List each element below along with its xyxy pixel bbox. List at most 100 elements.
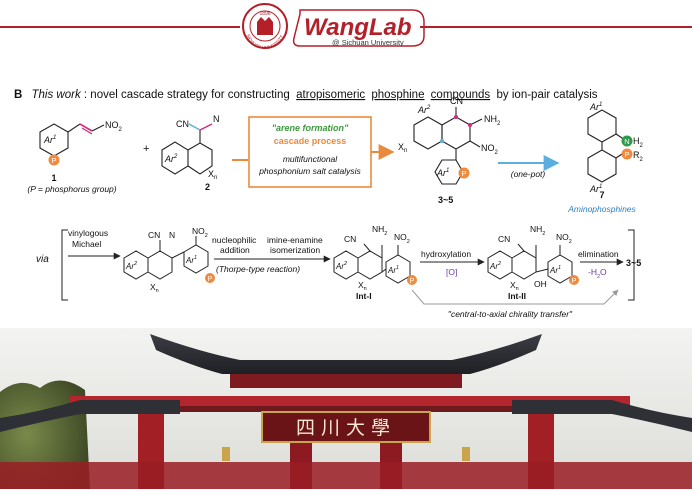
- header: 1896 SICHUAN UNIVERSITY WangLab @ Sichua…: [0, 3, 692, 50]
- step4-oxygen: [O]: [446, 267, 457, 277]
- p-group-icon-product: [458, 167, 470, 179]
- step3-line2: isomerization: [270, 245, 320, 255]
- r2-label-c7: R2: [633, 150, 644, 163]
- product-core-ring: [441, 116, 471, 150]
- n-label-int-a: N: [169, 230, 175, 240]
- box-line-1: "arene formation": [272, 123, 349, 133]
- ar1-label-c7-bottom: Ar1: [589, 184, 602, 194]
- aminophosphines-label: Aminophosphines: [567, 204, 636, 214]
- one-pot-label: (one-pot): [511, 169, 546, 179]
- mechanism: via vinylogous Michael P CN N NO2 Ar2 Ar…: [36, 224, 641, 319]
- panel-title: B This work : novel cascade strategy for…: [14, 89, 598, 101]
- p-label-int-i: P: [410, 278, 415, 285]
- seal-year: 1896: [259, 11, 270, 17]
- xn-label-product: Xn: [398, 142, 407, 154]
- int-ii-label: Int-II: [508, 291, 526, 301]
- compound-1-ring: [39, 123, 69, 157]
- gate-roof-left: [0, 400, 180, 432]
- gate-plaque: [261, 411, 431, 443]
- chirality-transfer-bracket: [411, 289, 619, 305]
- title-underlined-2: phosphine: [371, 89, 424, 101]
- ar1-label-c7-top: Ar1: [589, 102, 602, 112]
- c7-top-ring: [587, 109, 617, 143]
- nitro-label-int-ii: NO2: [556, 232, 572, 245]
- mechanism-bracket-left: [61, 229, 68, 301]
- mechanism-bracket-right: [628, 229, 635, 301]
- box-line-3: multifunctional: [283, 154, 338, 164]
- gate-roof-main: [150, 334, 542, 374]
- step23-note: (Thorpe-type reaction): [216, 264, 300, 274]
- ar1-label-c1: Ar1: [43, 135, 56, 145]
- logo-text: WangLab: [304, 14, 412, 41]
- intermediate-int-i: P CN NH2 NO2 Ar2 Ar1 Xn Int-I: [333, 224, 417, 301]
- ar1-label-product: Ar1: [436, 168, 449, 178]
- step1-line2: Michael: [72, 239, 101, 249]
- xn-label-c2: Xn: [208, 169, 217, 181]
- intermediate-int-ii: P CN NH2 NO2 OH Ar2 Ar1 Xn Int-II: [487, 224, 579, 301]
- c7-bottom-ring: [587, 149, 617, 183]
- title-prefix: This work: [32, 89, 82, 101]
- gate-plaque-text: 四川大學: [296, 417, 396, 439]
- plus-sign: +: [143, 143, 149, 155]
- ar2-label-c2: Ar2: [164, 154, 178, 164]
- gate-roof-right: [512, 400, 692, 432]
- ar2-label-int-i: Ar2: [335, 261, 347, 271]
- ar2-label-int-a: Ar2: [125, 261, 137, 271]
- gate-wall-base: [0, 462, 692, 489]
- product-ar2-ring: [413, 116, 443, 150]
- ar1-label-int-i: Ar1: [387, 265, 399, 275]
- p-label: P: [51, 156, 56, 165]
- intermediate-a: P CN N NO2 Ar2 Ar1 Xn: [123, 226, 215, 294]
- cascade-box-frame: [248, 116, 372, 188]
- panel-title-text: B This work : novel cascade strategy for…: [14, 89, 598, 101]
- step1-line1: vinylogous: [68, 228, 108, 238]
- wanglab-logo: WangLab @ Sichuan University: [292, 9, 425, 47]
- p-label-product: P: [461, 169, 466, 178]
- ar1-label-int-ii: Ar1: [549, 265, 561, 275]
- p-label-c7: P: [624, 150, 629, 159]
- ar2-label-product: Ar2: [417, 105, 431, 115]
- cn-label-product: CN: [450, 96, 463, 106]
- compound-7: N P H2 R2 Ar1 Ar1 7 Aminophosphines: [567, 102, 643, 214]
- gate-lantern-left: [222, 447, 230, 461]
- products-number: 3~5: [438, 195, 453, 205]
- chirality-transfer-label: "central-to-axial chirality transfer": [448, 309, 573, 319]
- nitro-label-c1: NO2: [105, 120, 123, 133]
- cn-label-int-i: CN: [344, 234, 356, 244]
- logo-subtitle: @ Sichuan University: [332, 38, 404, 47]
- gate-beam-lower: [70, 396, 630, 406]
- seal-building-icon: [257, 17, 273, 35]
- p-label-int-a: P: [208, 276, 213, 283]
- step5-water: -H2O: [588, 267, 607, 280]
- n-group-icon: [621, 135, 633, 147]
- compound-2-number: 2: [205, 182, 210, 192]
- box-line-4: phosphonium salt catalysis: [258, 166, 361, 176]
- int-i-label: Int-I: [356, 291, 372, 301]
- p-group-icon-c7: [621, 148, 633, 160]
- gate-lantern-right: [462, 447, 470, 461]
- step2-line2: addition: [220, 245, 250, 255]
- title-underlined-3: compounds: [431, 89, 491, 101]
- via-label: via: [36, 254, 49, 265]
- ar2-label-int-ii: Ar2: [489, 261, 501, 271]
- xn-label-int-ii: Xn: [510, 280, 519, 292]
- xn-label-int-a: Xn: [150, 282, 159, 294]
- p-group-icon-int-i: [407, 275, 417, 285]
- gate-beam-shadow: [70, 406, 630, 412]
- title-underlined-1: atropisomeric: [296, 89, 365, 101]
- xn-label-int-i: Xn: [358, 280, 367, 292]
- title-suffix: by ion-pair catalysis: [493, 89, 597, 101]
- h2-label-c7: H2: [633, 136, 644, 149]
- box-line-2: cascade process: [274, 136, 347, 146]
- compound-1-note: (P = phosphorus group): [27, 184, 116, 194]
- step2-line1: nucleophilic: [212, 235, 257, 245]
- university-seal: 1896 SICHUAN UNIVERSITY: [242, 3, 288, 50]
- logo-frame: [292, 9, 425, 47]
- gate-bracket-band: [230, 374, 462, 388]
- nitro-label-int-a: NO2: [192, 226, 208, 239]
- nitro-label-int-i: NO2: [394, 232, 410, 245]
- step5-label: elimination: [578, 249, 619, 259]
- mechanism-product-number: 3~5: [626, 258, 641, 268]
